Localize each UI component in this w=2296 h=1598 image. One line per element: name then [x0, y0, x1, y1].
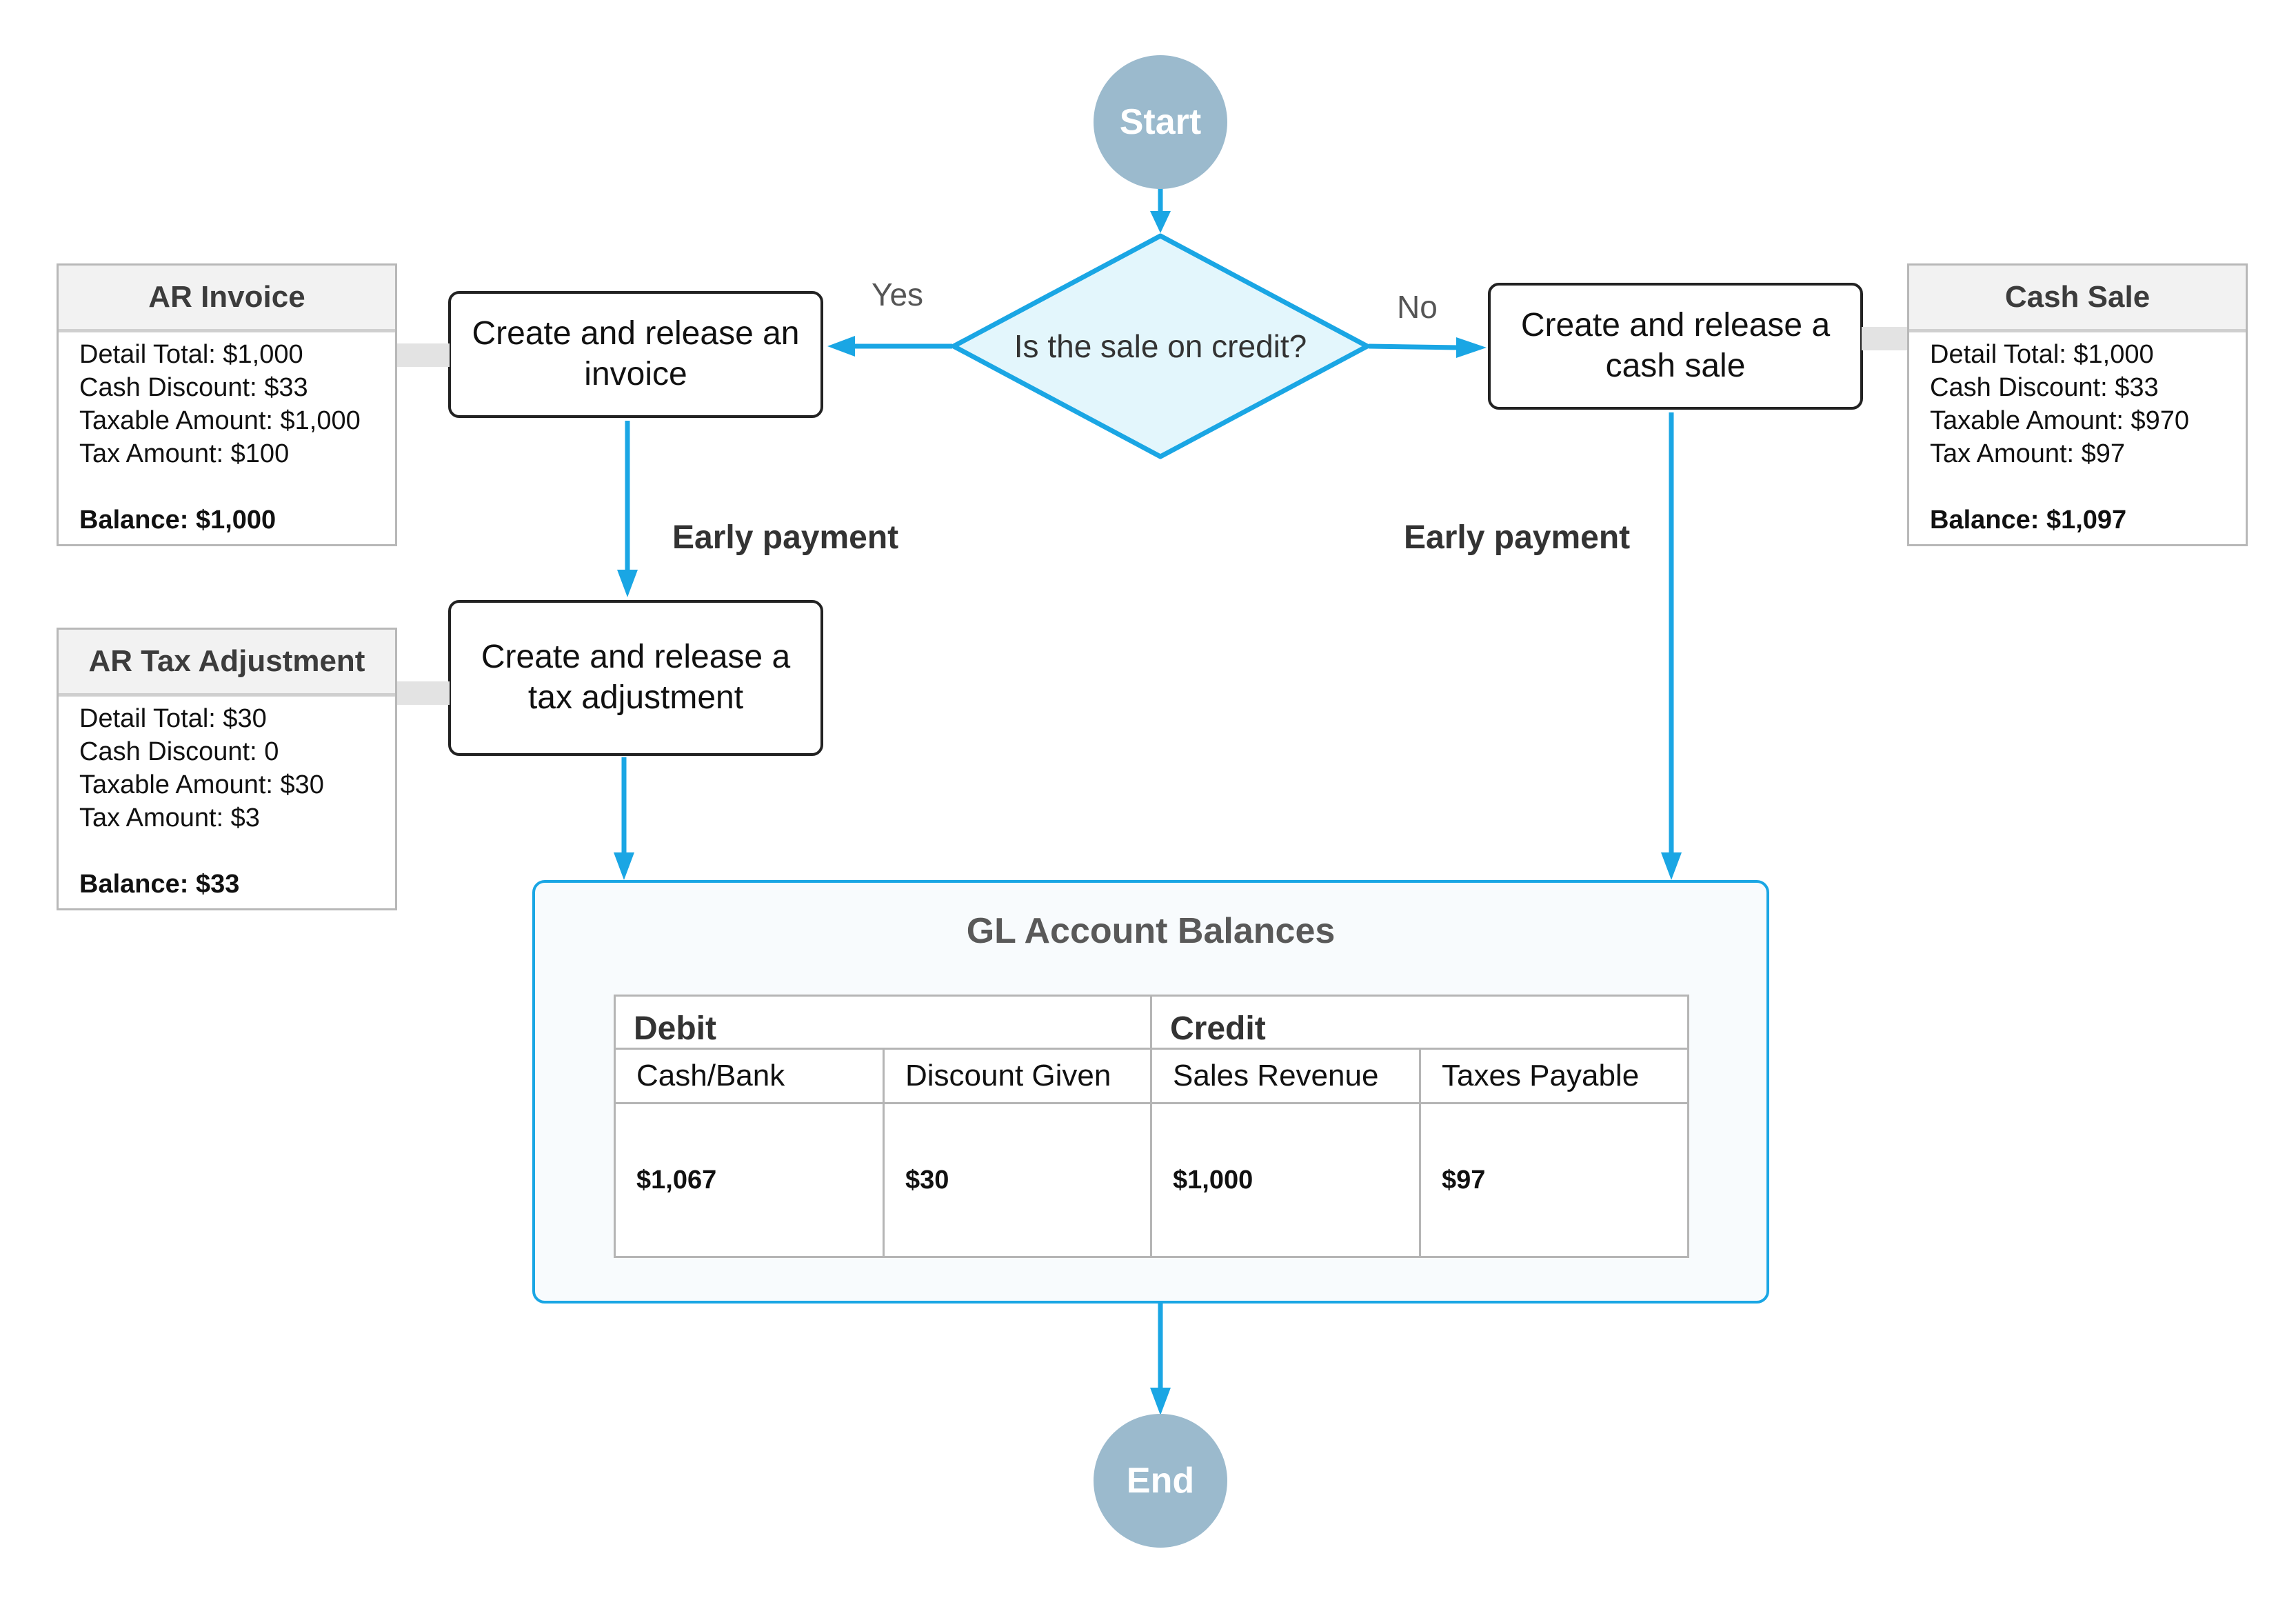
yes-label: Yes: [872, 277, 924, 312]
ar-tax-adjustment-line: Tax Amount: $3: [79, 803, 260, 832]
ar-tax-adjustment-title: AR Tax Adjustment: [59, 630, 395, 697]
note-connector-cash-sale: [1862, 327, 1910, 350]
gl-credit-header: Credit: [1170, 1010, 1266, 1047]
cash-sale-line: Detail Total: $1,000: [1930, 340, 2154, 369]
end-label: End: [1126, 1461, 1195, 1501]
end-terminal: End: [1094, 1414, 1227, 1548]
start-label: Start: [1119, 102, 1202, 142]
arrow-no-to-cash-sale: [1368, 343, 1460, 350]
gl-value-cell: $1,067: [616, 1104, 885, 1256]
ar-tax-adjustment-balance: Balance: $33: [79, 870, 240, 899]
gl-column-header: Taxes Payable: [1421, 1048, 1687, 1104]
ar-invoice-line: Detail Total: $1,000: [79, 340, 303, 369]
gl-column-header: Discount Given: [885, 1048, 1152, 1104]
ar-tax-adjustment-note: AR Tax Adjustment Detail Total: $30 Cash…: [57, 628, 397, 910]
cash-sale-note: Cash Sale Detail Total: $1,000 Cash Disc…: [1907, 263, 2248, 546]
invoice-step: Create and release an invoice: [448, 291, 823, 418]
no-label: No: [1397, 289, 1438, 325]
early-payment-label-right: Early payment: [1404, 519, 1631, 556]
note-connector-ar-tax-adjustment: [394, 681, 450, 705]
gl-value-cell: $30: [885, 1104, 1152, 1256]
gl-table: Debit Credit Cash/Bank Discount Given Sa…: [614, 995, 1689, 1258]
gl-column-header: Sales Revenue: [1152, 1048, 1421, 1104]
ar-invoice-title: AR Invoice: [59, 266, 395, 332]
ar-invoice-line: Cash Discount: $33: [79, 373, 308, 402]
gl-debit-header: Debit: [616, 997, 1152, 1048]
cash-sale-line: Cash Discount: $33: [1930, 373, 2159, 402]
ar-invoice-balance: Balance: $1,000: [79, 506, 276, 535]
cash-sale-balance: Balance: $1,097: [1930, 506, 2127, 535]
ar-tax-adjustment-line: Cash Discount: 0: [79, 737, 279, 766]
decision-diamond: [951, 233, 1370, 459]
gl-title: GL Account Balances: [966, 911, 1336, 951]
decision-label: Is the sale on credit?: [1014, 328, 1307, 364]
ar-tax-adjustment-line: Taxable Amount: $30: [79, 770, 324, 799]
early-payment-label-left: Early payment: [672, 519, 899, 556]
gl-value-cell: $1,000: [1152, 1104, 1421, 1256]
ar-invoice-line: Taxable Amount: $1,000: [79, 406, 361, 435]
gl-value-cell: $97: [1442, 1165, 1486, 1195]
cash-sale-line: Taxable Amount: $970: [1930, 406, 2190, 435]
ar-invoice-line: Tax Amount: $100: [79, 439, 290, 468]
gl-column-header: Cash/Bank: [616, 1048, 885, 1104]
ar-invoice-note: AR Invoice Detail Total: $1,000 Cash Dis…: [57, 263, 397, 546]
start-terminal: Start: [1094, 55, 1227, 189]
tax-adjustment-step: Create and release a tax adjustment: [448, 600, 823, 756]
cash-sale-step: Create and release a cash sale: [1488, 283, 1863, 410]
ar-tax-adjustment-line: Detail Total: $30: [79, 704, 267, 733]
cash-sale-title: Cash Sale: [1909, 266, 2246, 332]
cash-sale-line: Tax Amount: $97: [1930, 439, 2126, 468]
gl-account-balances-panel: GL Account Balances Debit Credit Cash/Ba…: [532, 880, 1769, 1304]
note-connector-ar-invoice: [394, 343, 450, 367]
